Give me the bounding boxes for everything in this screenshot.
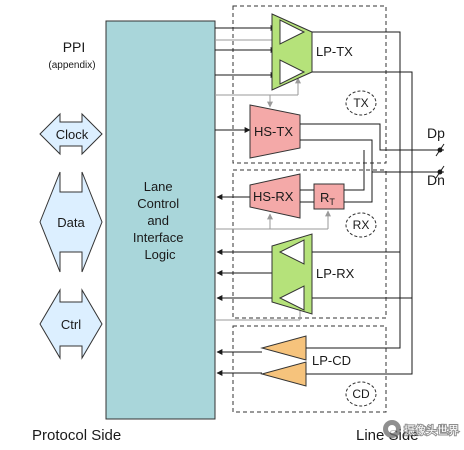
clock-interface-arrow	[39, 112, 103, 156]
clock-label: Clock	[56, 127, 89, 142]
lpcd-upper	[260, 335, 307, 361]
lpcd-label: LP-CD	[312, 353, 351, 368]
wire-lptx-dp	[312, 31, 401, 150]
dn-label: Dn	[427, 172, 445, 188]
rx-tag-label: RX	[353, 218, 370, 232]
lptx-label: LP-TX	[316, 44, 353, 59]
lprx-label: LP-RX	[316, 266, 355, 281]
hsrx-label: HS-RX	[253, 189, 294, 204]
wire-hstx-dn	[300, 139, 440, 173]
tx-group-box	[232, 5, 387, 164]
hstx-label: HS-TX	[254, 124, 293, 139]
lprx-receiver-top	[278, 239, 305, 265]
wire-lpcd-dp	[306, 252, 401, 349]
lprx-receiver-bottom	[278, 285, 305, 311]
tx-tag-label: TX	[353, 96, 368, 110]
lptx-body	[271, 13, 313, 91]
tx-tag	[345, 90, 377, 116]
lane-control-block	[105, 20, 216, 420]
cd-tag-label: CD	[352, 387, 370, 401]
cd-tag	[345, 381, 377, 407]
dp-label: Dp	[427, 125, 445, 141]
wire-lptx-dn	[312, 71, 413, 172]
hsrx-body	[249, 173, 301, 219]
wire-lpcd-dn	[306, 298, 413, 375]
data-interface-arrow	[39, 171, 103, 273]
dn-pin-slash	[435, 165, 445, 179]
cd-group-box	[232, 325, 387, 413]
dp-pin-slash	[435, 143, 445, 157]
ctrl-label: Ctrl	[61, 317, 81, 332]
wire-rt-dp	[344, 150, 365, 191]
watermark: 摄像头世界	[383, 420, 460, 438]
ppi-title: PPI	[63, 39, 86, 55]
lane-control-label: Lane Control and Interface Logic	[133, 179, 187, 262]
data-label: Data	[57, 215, 85, 230]
watermark-text: 摄像头世界	[404, 423, 459, 437]
rt-termination	[313, 183, 345, 210]
wire-hstx-dp	[300, 123, 440, 151]
lptx-driver-bottom	[279, 59, 306, 85]
ppi-subtitle: (appendix)	[48, 60, 95, 71]
lpcd-lower	[260, 361, 307, 387]
rt-label: RT	[320, 190, 335, 207]
ctrl-interface-arrow	[39, 288, 103, 360]
lptx-driver-top	[279, 19, 306, 45]
protocol-side-label: Protocol Side	[32, 427, 121, 444]
hstx-body	[249, 104, 301, 159]
wire-rt-dn	[344, 172, 373, 203]
rx-group-box	[232, 169, 387, 319]
rx-tag	[345, 212, 377, 238]
